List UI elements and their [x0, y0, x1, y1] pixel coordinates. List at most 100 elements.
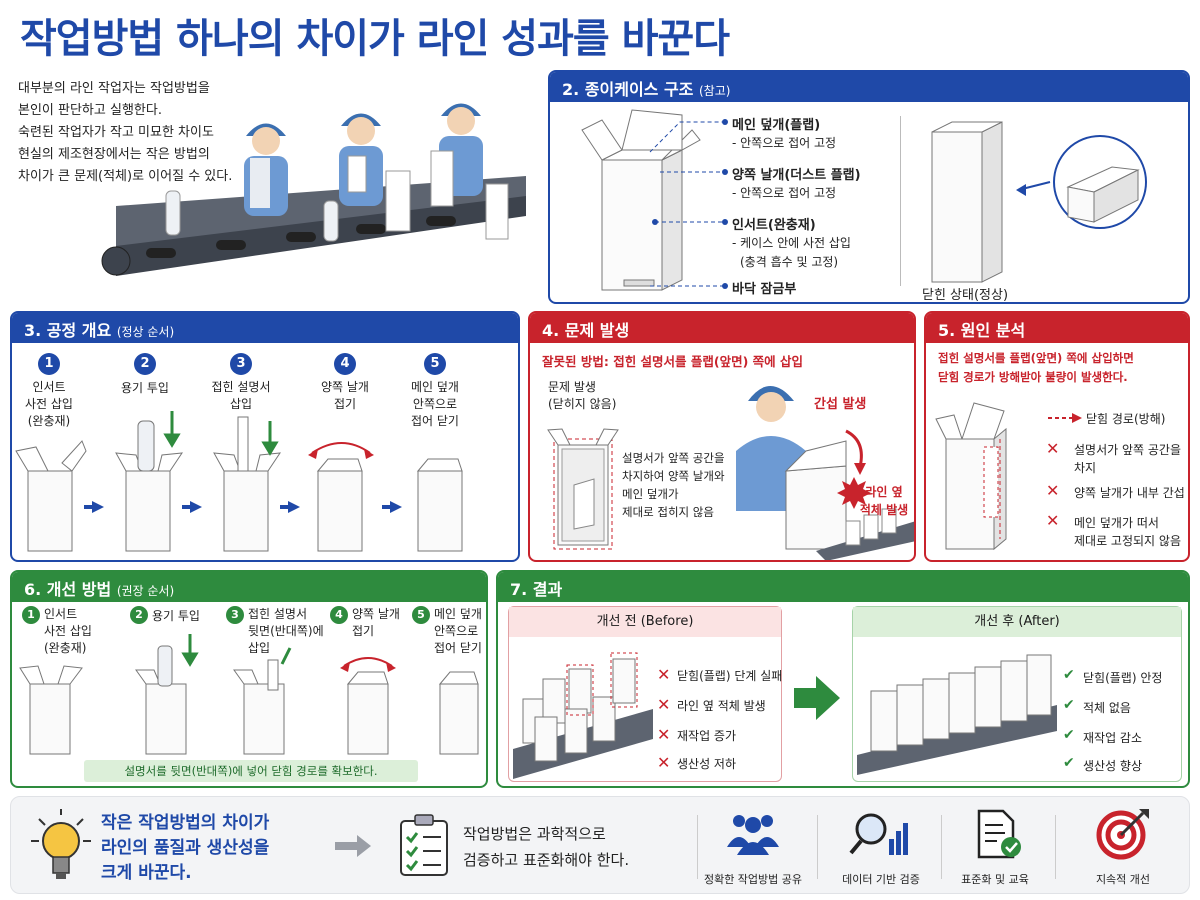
divider: [1055, 815, 1056, 879]
step-number: 3: [226, 606, 244, 624]
team-icon: [727, 815, 779, 855]
worker-interference-illustration: [736, 386, 914, 560]
step-number: 4: [330, 606, 348, 624]
panel-header: 2. 종이케이스 구조 (참고): [550, 72, 1188, 102]
before-jam-illustration: [513, 652, 653, 779]
check-icon: ✔: [1063, 667, 1075, 683]
panel-header: 7. 결과: [498, 572, 1188, 602]
before-title: 개선 전 (Before): [509, 607, 781, 637]
target-icon: [1096, 809, 1149, 860]
x-icon: ✕: [1046, 481, 1060, 500]
after-item: 닫힘(플랩) 안정: [1083, 671, 1163, 685]
check-icon: ✔: [1063, 755, 1075, 771]
problem-label: 문제 발생(닫히지 않음): [548, 380, 617, 411]
closing-path-legend-arrow: [1048, 413, 1082, 423]
step-label: 용기 투입: [152, 609, 200, 623]
after-item: 생산성 향상: [1083, 759, 1143, 773]
cause-item: 양쪽 날개가 내부 간섭: [1074, 486, 1185, 500]
x-icon: ✕: [657, 725, 671, 744]
panel-title-note: (정상 순서): [116, 325, 175, 339]
panel-title-note: (권장 순서): [116, 584, 175, 598]
footer-icon-label: 데이터 기반 검증: [842, 873, 920, 886]
label-main-flap: 메인 덮개(플랩): [732, 118, 821, 133]
lightbulb-icon: [31, 809, 91, 879]
cause-case-illustration: [935, 402, 1007, 551]
panel-header: 5. 원인 분석: [926, 313, 1188, 343]
panel-results: 7. 결과 개선 전 (Before) ✕ 닫힘(플랩) 단계 실패 ✕ 라인 …: [496, 570, 1190, 788]
footer-icon-label: 정확한 작업방법 공유: [703, 873, 803, 886]
step-number: 1: [22, 606, 40, 624]
panel-problem: 4. 문제 발생 잘못된 방법: 접힌 설명서를 플랩(앞면) 쪽에 삽입 문제…: [528, 311, 916, 562]
intro-line: 본인이 판단하고 실행한다.: [18, 103, 162, 118]
x-icon: ✕: [1046, 439, 1060, 458]
step-number: 5: [412, 606, 430, 624]
divider: [817, 815, 818, 879]
label-dust-flap-desc: - 안쪽으로 접어 고정: [732, 186, 837, 200]
label-insert-desc: (충격 흡수 및 고정): [740, 255, 839, 269]
panel-header: 6. 개선 방법 (권장 순서): [12, 572, 486, 602]
footer-icon-label: 표준화 및 교육: [961, 873, 1029, 886]
intro-line: 차이가 큰 문제(적체)로 이어질 수 있다.: [18, 169, 233, 184]
panel-case-structure: 2. 종이케이스 구조 (참고) 메인 덮개(플랩) - 안쪽으로 접어 고정 …: [548, 70, 1190, 304]
page-title: 작업방법 하나의 차이가 라인 성과를 바꾼다: [20, 16, 730, 62]
after-item: 재작업 감소: [1083, 731, 1143, 745]
closed-state-label: 닫힌 상태(정상): [922, 288, 1009, 303]
step-number: 3: [230, 353, 252, 375]
closed-case-illustration: [931, 121, 1147, 283]
label-dust-flap: 양쪽 날개(더스트 플랩): [732, 168, 861, 183]
data-search-icon: [849, 813, 908, 855]
before-item: 생산성 저하: [677, 757, 737, 771]
step-number: 2: [134, 353, 156, 375]
improved-steps-illustration: [19, 634, 479, 755]
after-item: 적체 없음: [1083, 701, 1131, 715]
step-number: 5: [424, 353, 446, 375]
after-box: 개선 후 (After) ✔ 닫힘(플랩) 안정 ✔ 적체 없음 ✔ 재작업 감…: [852, 606, 1182, 782]
divider: [697, 815, 698, 879]
panel-title-note: (참고): [698, 84, 731, 98]
step-number: 1: [38, 353, 60, 375]
leader-lines: [649, 119, 728, 289]
workers-conveyor-illustration: [101, 103, 526, 276]
document-check-icon: [977, 809, 1021, 859]
label-main-flap-desc: - 안쪽으로 접어 고정: [732, 136, 837, 150]
intro-text: 대부분의 라인 작업자는 작업방법을 본인이 판단하고 실행한다. 숙련된 작업…: [18, 78, 268, 188]
panel-header: 4. 문제 발생: [530, 313, 914, 343]
wrong-method-text: 잘못된 방법: 접힌 설명서를 플랩(앞면) 쪽에 삽입: [542, 354, 804, 369]
label-bottom-lock: 바닥 잠금부: [732, 282, 797, 297]
result-arrow-icon: [794, 676, 840, 720]
before-item: 라인 옆 적체 발생: [677, 699, 766, 713]
panel-title: 2. 종이케이스 구조: [562, 80, 694, 99]
panel-title: 3. 공정 개요: [24, 321, 112, 340]
footer-icon-label: 지속적 개선: [1095, 873, 1151, 886]
improvement-note: 설명서를 뒷면(반대쪽)에 넣어 닫힘 경로를 확보한다.: [84, 760, 418, 782]
arrow-right-icon: [335, 835, 371, 857]
before-item: 닫힘(플랩) 단계 실패: [677, 669, 783, 683]
clipboard-checklist-icon: [400, 814, 448, 876]
x-icon: ✕: [657, 695, 671, 714]
check-icon: ✔: [1063, 727, 1075, 743]
step-number: 2: [130, 606, 148, 624]
panel-title: 6. 개선 방법: [24, 580, 112, 599]
divider: [900, 116, 901, 286]
process-steps-illustration: [15, 411, 463, 552]
x-icon: ✕: [1046, 511, 1060, 530]
intro-line: 대부분의 라인 작업자는 작업방법을: [18, 81, 210, 96]
